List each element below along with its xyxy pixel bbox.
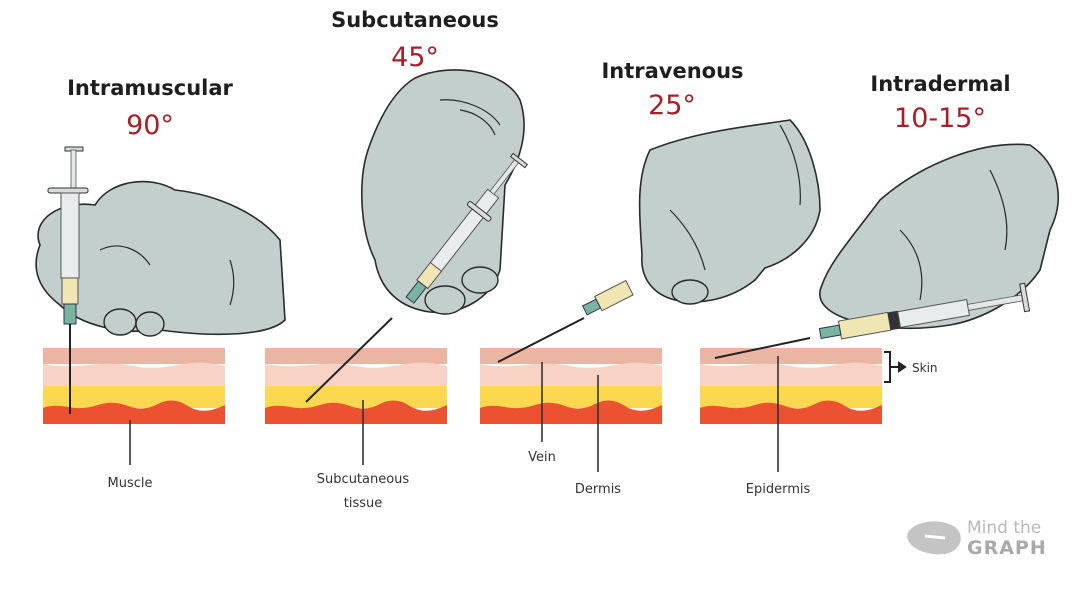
label-muscle: Muscle [107, 476, 153, 491]
angle-subcutaneous: 45° [391, 42, 439, 73]
label-subcutaneous-tissue-line1: Subcutaneous [316, 472, 410, 487]
gloved-hand-intramuscular [35, 180, 286, 337]
syringe-intramuscular [47, 146, 89, 414]
label-skin: Skin [912, 361, 938, 375]
watermark-line1: Mind the [967, 518, 1042, 538]
angle-intravenous: 25° [648, 90, 696, 121]
angle-intramuscular: 90° [126, 110, 174, 141]
syringe-intravenous [581, 279, 634, 316]
skin-block-intradermal [700, 348, 882, 424]
leader-lines [129, 356, 779, 472]
route-title-intravenous: Intravenous [601, 59, 744, 83]
watermark: Mind the GRAPH [905, 518, 1055, 568]
skin-block-intravenous [480, 348, 662, 424]
mind-the-graph-logo-icon [907, 521, 961, 555]
label-vein: Vein [528, 450, 556, 465]
needle-intravenous [497, 317, 585, 363]
route-title-intramuscular: Intramuscular [67, 76, 233, 100]
label-dermis: Dermis [574, 482, 622, 497]
watermark-line2: GRAPH [967, 537, 1047, 559]
gloved-hand-subcutaneous [361, 69, 525, 315]
skin-block-subcutaneous [265, 348, 447, 424]
label-epidermis: Epidermis [745, 482, 811, 497]
angle-intradermal: 10-15° [894, 103, 986, 134]
route-title-intradermal: Intradermal [870, 72, 1011, 96]
needle-subcutaneous [305, 317, 393, 403]
gloved-hand-intradermal [819, 143, 1059, 330]
syringe-intradermal [818, 282, 1031, 340]
route-title-subcutaneous: Subcutaneous [331, 8, 499, 32]
gloved-hand-intravenous [638, 119, 821, 305]
syringe-subcutaneous [405, 152, 529, 304]
label-subcutaneous-tissue-line2: tissue [343, 496, 383, 511]
needle-intradermal [714, 337, 811, 359]
skin-bracket-icon [884, 351, 907, 383]
